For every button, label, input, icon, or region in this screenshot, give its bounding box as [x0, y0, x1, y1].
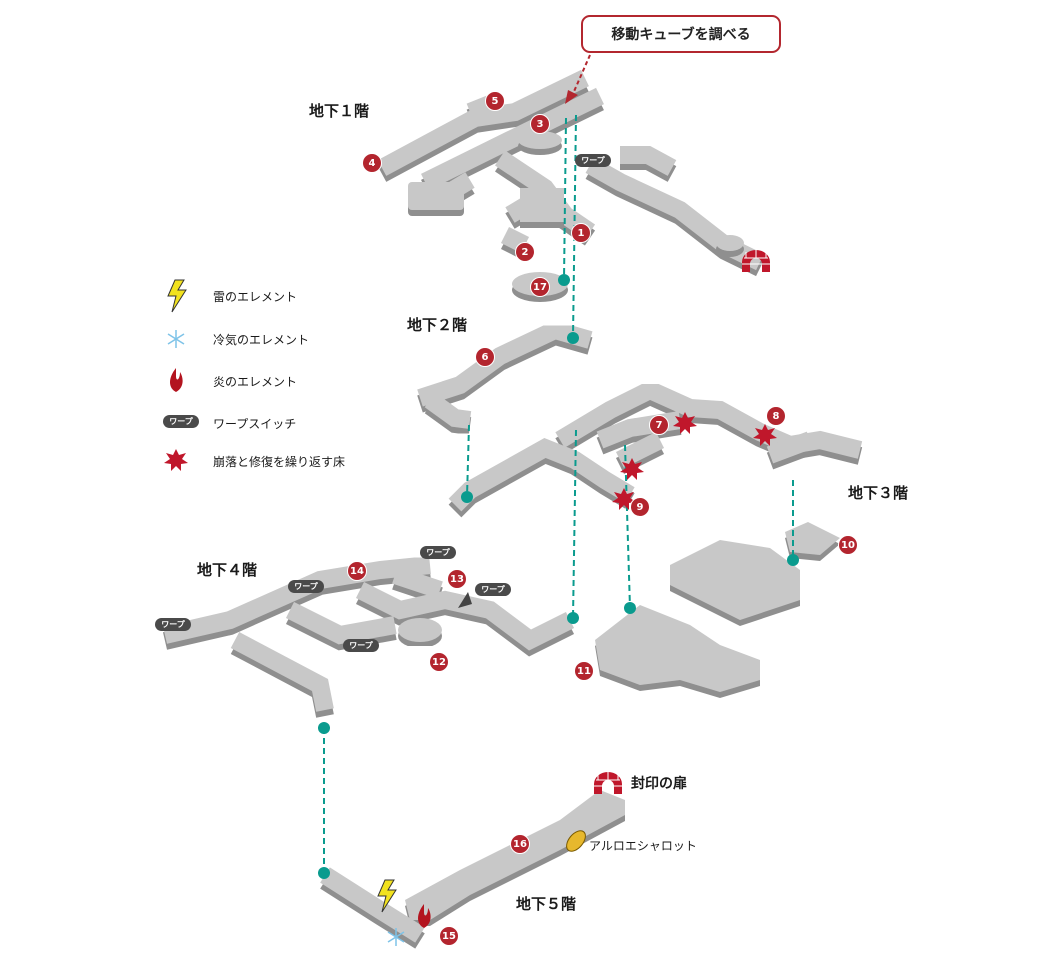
floor-b5-map	[320, 790, 625, 943]
collapse-floor-icons	[164, 412, 777, 510]
marker-7: 7	[649, 415, 669, 435]
marker-12: 12	[429, 652, 449, 672]
item-label: アルロエシャロット	[589, 839, 697, 853]
floor-b4-rooms	[398, 618, 442, 642]
warp-switch: ワープ	[575, 154, 611, 167]
floor-b4-label: 地下４階	[197, 561, 258, 579]
legend-warp-badge: ワープ	[163, 415, 199, 428]
floor-b2-map	[417, 320, 593, 429]
seal-door-label: 封印の扉	[631, 776, 687, 792]
warp-switch: ワープ	[343, 639, 379, 652]
floor-b1-label: 地下１階	[309, 102, 370, 120]
legend-fire: 炎のエレメント	[213, 375, 298, 389]
seal-door-icons	[594, 250, 770, 794]
ice-icon	[167, 330, 405, 946]
marker-5: 5	[485, 91, 505, 111]
marker-11: 11	[574, 661, 594, 681]
floor-b2-label: 地下２階	[407, 316, 468, 334]
marker-15: 15	[439, 926, 459, 946]
marker-1: 1	[571, 223, 591, 243]
link-nodes	[318, 274, 799, 879]
legend-thunder: 雷のエレメント	[213, 290, 298, 304]
legend-collapse: 崩落と修復を繰り返す床	[213, 455, 346, 469]
floor-b5-label: 地下５階	[516, 895, 577, 913]
shallot-icon	[566, 830, 586, 852]
legend-ice: 冷気のエレメント	[213, 333, 310, 347]
floor-b1-rooms	[408, 131, 744, 296]
warp-switch: ワープ	[475, 583, 511, 596]
legend-warp: ワープスイッチ	[213, 417, 297, 431]
callout-examine-cube: 移動キューブを調べる	[581, 15, 781, 53]
fire-icon	[170, 368, 431, 928]
callout-arrow	[565, 54, 591, 104]
pointer-icon	[458, 592, 472, 608]
marker-17: 17	[530, 277, 550, 297]
floor-b3-label: 地下３階	[848, 484, 909, 502]
marker-13: 13	[447, 569, 467, 589]
thunder-icon	[167, 279, 397, 913]
warp-switch: ワープ	[155, 618, 191, 631]
marker-14: 14	[347, 561, 367, 581]
marker-8: 8	[766, 406, 786, 426]
floor-b3-rooms	[595, 522, 840, 692]
marker-10: 10	[838, 535, 858, 555]
warp-switch: ワープ	[420, 546, 456, 559]
marker-6: 6	[475, 347, 495, 367]
marker-4: 4	[362, 153, 382, 173]
marker-9: 9	[630, 497, 650, 517]
marker-2: 2	[515, 242, 535, 262]
marker-16: 16	[510, 834, 530, 854]
marker-3: 3	[530, 114, 550, 134]
warp-switch: ワープ	[288, 580, 324, 593]
